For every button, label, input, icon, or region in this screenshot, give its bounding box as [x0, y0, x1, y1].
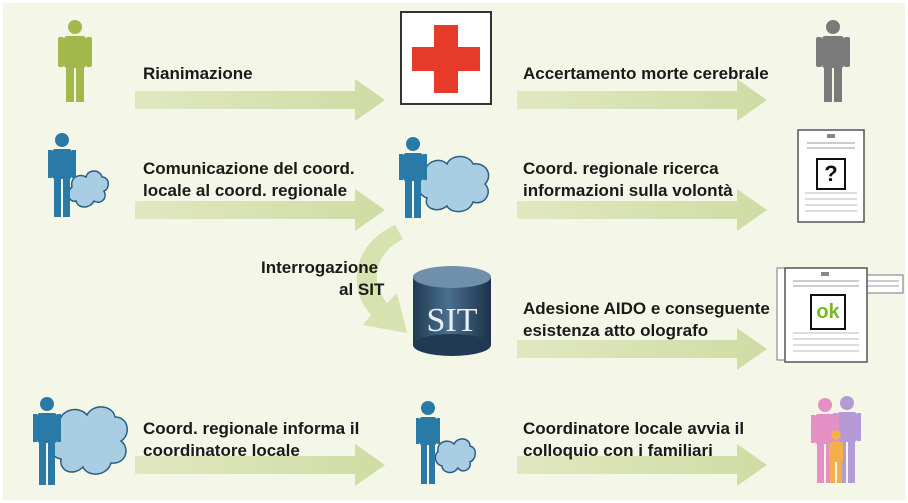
- database-icon: SIT: [411, 265, 493, 357]
- label-informa-line2: coordinatore locale: [143, 441, 300, 460]
- person-cloud-icon: [33, 397, 128, 485]
- label-interrogazione-line1: Interrogazione: [261, 258, 379, 277]
- document-question-mark: ?: [824, 161, 838, 186]
- arrow-comunicazione: [135, 189, 385, 231]
- label-ricerca-line1: Coord. regionale ricerca: [523, 159, 719, 178]
- person-green-icon: [58, 20, 92, 102]
- flow-arrows: [135, 79, 767, 486]
- arrow-adesione: [517, 328, 767, 370]
- person-cloud-icon: [48, 133, 109, 217]
- label-colloquio-line2: colloquio con i familiari: [523, 441, 713, 460]
- label-informa-line1: Coord. regionale informa il: [143, 419, 360, 438]
- diagram-canvas: Rianimazione Accertamento morte cerebral…: [3, 3, 905, 500]
- arrow-accertamento: [517, 79, 767, 121]
- red-cross-icon: [400, 11, 492, 105]
- person-cloud-icon: [416, 401, 476, 484]
- person-cloud-icon: [399, 137, 490, 218]
- arrow-interrogazione: [356, 225, 407, 333]
- label-ricerca-line2: informazioni sulla volontà: [523, 181, 733, 200]
- arrow-ricerca: [517, 189, 767, 231]
- label-adesione-line2: esistenza atto olografo: [523, 321, 709, 340]
- person-gray-icon: [816, 20, 850, 102]
- database-label: SIT: [426, 302, 478, 339]
- document-ok-icon: ok: [765, 267, 905, 363]
- label-accertamento: Accertamento morte cerebrale: [523, 64, 769, 83]
- family-icon: [811, 396, 861, 483]
- document-ok-mark: ok: [816, 301, 840, 323]
- label-comunicazione-line2: locale al coord. regionale: [143, 181, 348, 200]
- document-question-icon: ?: [797, 129, 865, 223]
- arrow-colloquio: [517, 444, 767, 486]
- label-adesione-line1: Adesione AIDO e conseguente: [523, 299, 770, 318]
- label-rianimazione: Rianimazione: [143, 64, 253, 83]
- label-comunicazione-line1: Comunicazione del coord.: [143, 159, 355, 178]
- arrow-informa: [135, 444, 385, 486]
- label-colloquio-line1: Coordinatore locale avvia il: [523, 419, 745, 438]
- arrow-rianimazione: [135, 79, 385, 121]
- label-interrogazione-line2: al SIT: [339, 280, 385, 299]
